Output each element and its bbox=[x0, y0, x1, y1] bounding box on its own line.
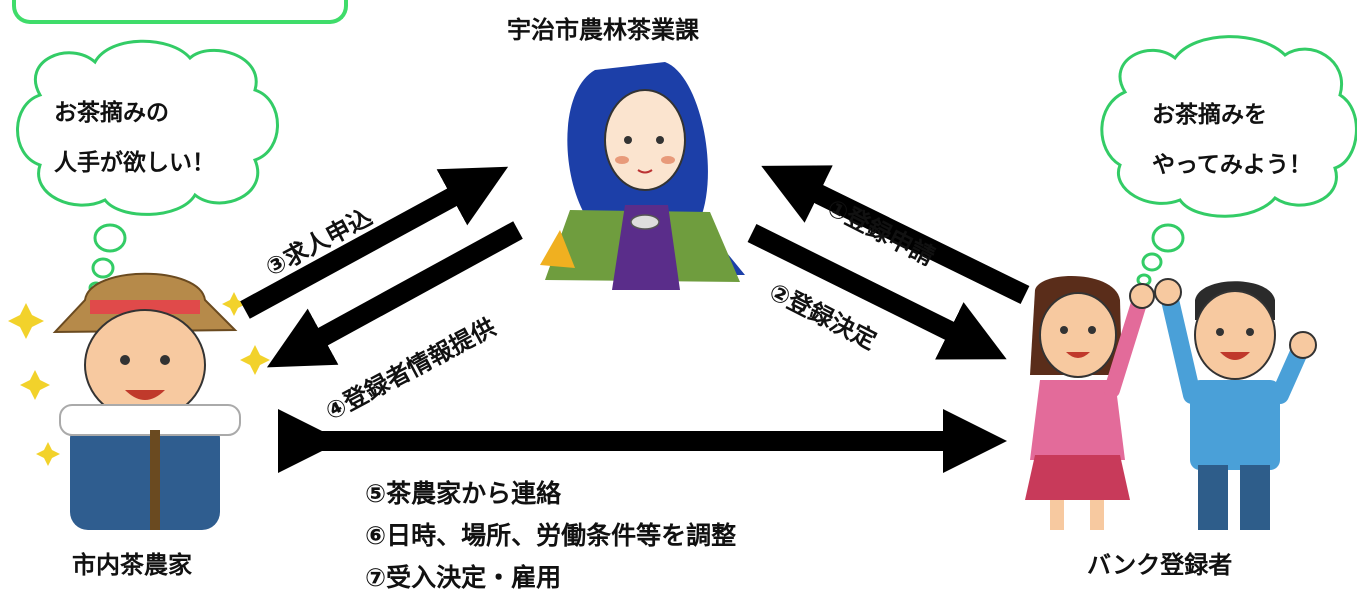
arrow-step4 bbox=[266, 221, 523, 368]
bank-registrant-label: バンク登録者 bbox=[1087, 551, 1233, 579]
step-5: ⑤茶農家から連絡 bbox=[365, 479, 562, 508]
registrant-thought-line-2: やってみよう！ bbox=[1152, 152, 1312, 178]
farmer-thought-line-2: 人手が欲しい！ bbox=[54, 150, 215, 176]
arrow-step3 bbox=[240, 166, 509, 319]
tea-farmer-label: 市内茶農家 bbox=[72, 551, 192, 579]
registrant-thought-line-1: お茶摘みを bbox=[1152, 102, 1267, 128]
arrow-step2 bbox=[747, 224, 1007, 360]
bank-registrants-illustration bbox=[1025, 276, 1317, 530]
step-7: ⑦受入決定・雇用 bbox=[365, 563, 562, 592]
steps-list: ⑤茶農家から連絡 ⑥日時、場所、労働条件等を調整 ⑦受入決定・雇用 bbox=[365, 473, 736, 599]
tea-farmer-illustration bbox=[8, 272, 270, 530]
registrant-thought-cloud bbox=[1100, 35, 1357, 287]
city-office-label: 宇治市農林茶業課 bbox=[507, 16, 699, 44]
top-left-frame bbox=[12, 0, 348, 24]
city-mascot-illustration bbox=[540, 62, 745, 290]
step-6: ⑥日時、場所、労働条件等を調整 bbox=[365, 521, 737, 550]
registrant-thought-text: お茶摘みを やってみよう！ bbox=[1152, 90, 1312, 190]
farmer-thought-text: お茶摘みの 人手が欲しい！ bbox=[54, 88, 215, 188]
arrow-step1 bbox=[761, 165, 1030, 304]
farmer-thought-line-1: お茶摘みの bbox=[54, 100, 169, 126]
